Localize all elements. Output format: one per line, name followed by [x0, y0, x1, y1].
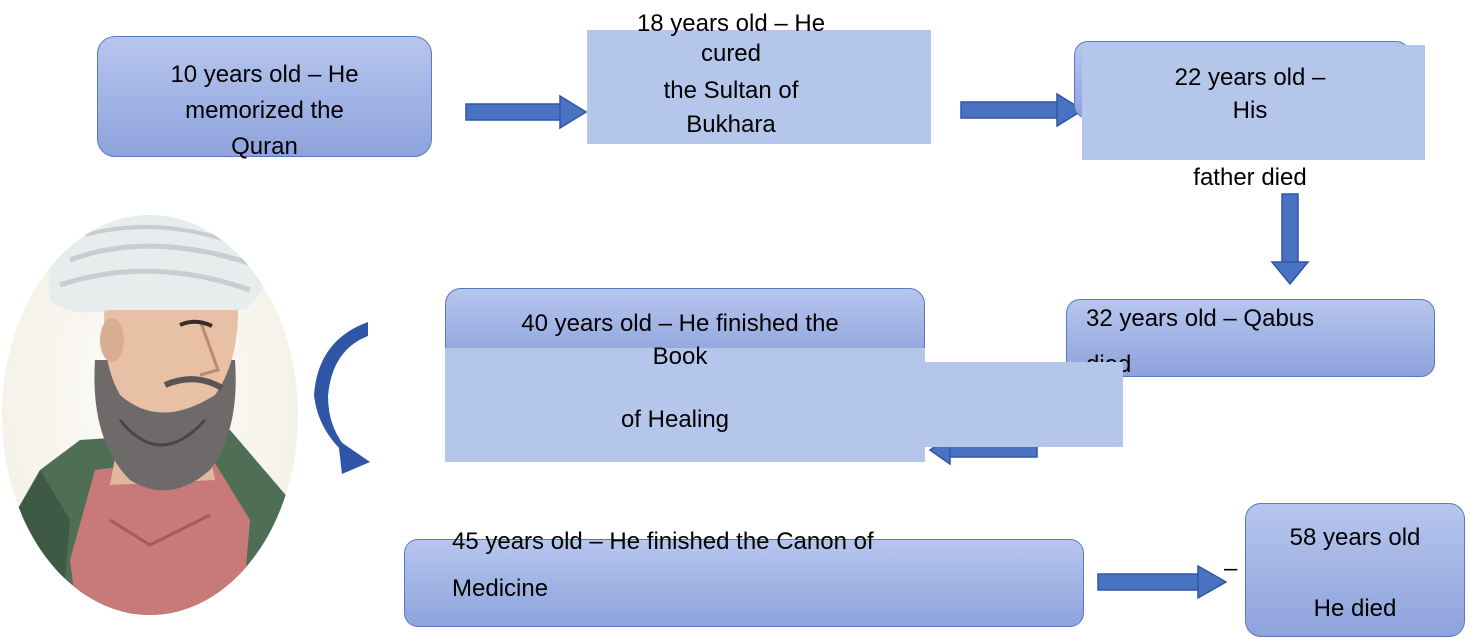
step-text: 45 years old – He finished the Canon of: [452, 528, 874, 555]
curved-arrow-icon: [314, 322, 370, 474]
step-box-age-58: [1245, 503, 1465, 637]
step-text: Book: [652, 343, 708, 370]
step-text: 18 years old – He: [636, 10, 826, 37]
step-text: 22 years old –: [1174, 64, 1326, 91]
step-box-age-40: [445, 348, 925, 462]
step-box-age-18: [587, 30, 931, 144]
step-text: –: [1224, 555, 1238, 582]
arrow-right-icon: [465, 94, 588, 130]
step-text: His: [1232, 97, 1268, 124]
step-text: memorized the: [185, 97, 344, 124]
step-box-age-22: [1082, 45, 1425, 160]
step-text: cured: [700, 40, 762, 67]
step-text: He died: [1313, 595, 1397, 622]
step-text: Medicine: [452, 575, 549, 602]
arrow-right-icon: [1097, 564, 1228, 600]
step-text: Quran: [231, 133, 298, 160]
arrow-right-icon: [960, 92, 1085, 128]
arrow-down-icon: [1270, 193, 1310, 286]
step-box-age-45: [404, 539, 1084, 627]
step-text: father died: [1193, 164, 1307, 191]
step-text: 58 years old: [1289, 524, 1421, 551]
step-text: the Sultan of: [663, 77, 799, 104]
step-text: 10 years old – He: [170, 61, 359, 88]
step-box-age-40-extension: [910, 362, 1123, 447]
step-text: of Healing: [620, 406, 730, 433]
step-box-age-10: [97, 36, 432, 157]
step-box-age-32: [1066, 299, 1435, 377]
step-text: 40 years old – He finished the: [521, 310, 839, 337]
step-text: Bukhara: [686, 111, 776, 138]
step-text: 32 years old – Qabus: [1086, 305, 1315, 332]
